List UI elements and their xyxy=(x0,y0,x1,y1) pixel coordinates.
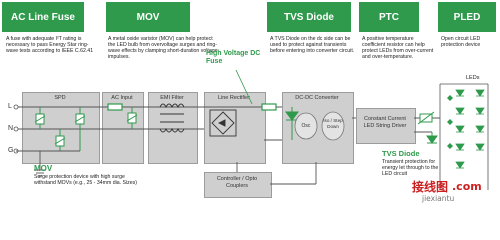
block-emi xyxy=(148,92,198,164)
block-ac-input-label: AC Input xyxy=(111,95,133,101)
mov-bottom-note: Surge protection device with high surge … xyxy=(34,174,137,186)
note-mov: A metal oxide varistor (MOV) can help pr… xyxy=(108,36,218,60)
output-tvs-diode xyxy=(426,132,438,144)
watermark-url: jiexiantu xyxy=(422,194,455,203)
block-controller-label: Controller / Opto Couplers xyxy=(216,176,258,189)
block-dcdc-label: DC-DC Converter xyxy=(295,95,339,101)
header-ac-line-fuse: AC Line Fuse xyxy=(2,2,84,32)
line-label-l: L xyxy=(8,103,12,110)
block-rectifier xyxy=(204,92,266,164)
watermark-cn: 接线图 xyxy=(412,180,449,194)
block-spd xyxy=(22,92,100,164)
diagram: AC Line Fuse MOV TVS Diode PTC PLED A fu… xyxy=(2,2,496,203)
note-fuse: A fuse with adequate I²T rating is neces… xyxy=(6,36,94,54)
note-hv-fuse: High Voltage DC Fuse xyxy=(206,50,261,65)
header-tvs-diode: TVS Diode xyxy=(267,2,351,32)
note-tvs: A TVS Diode on the dc side can be used t… xyxy=(270,36,355,54)
block-controller xyxy=(204,172,272,198)
tvs-bottom-note: Transient protection for energy let thro… xyxy=(382,159,439,177)
osc-label: Osc xyxy=(301,123,311,129)
header-mov: MOV xyxy=(106,2,190,32)
block-constant-current xyxy=(356,108,416,144)
terminal-n xyxy=(13,126,19,132)
line-label-n: N xyxy=(8,125,14,132)
iso-label: Iso / Step Down xyxy=(323,118,343,129)
line-label-g: G xyxy=(8,147,14,154)
header-ptc: PTC xyxy=(359,2,419,32)
led-icons xyxy=(455,89,485,169)
block-rectifier-label: Line Rectifier xyxy=(217,95,251,101)
terminal-l xyxy=(13,104,19,110)
block-dcdc xyxy=(282,92,354,164)
note-pled: Open circuit LED protection device xyxy=(441,36,481,48)
block-emi-label: EMI Filter xyxy=(160,95,184,101)
leds-label: LEDs xyxy=(466,75,480,81)
mov-bottom-title: MOV xyxy=(34,164,53,173)
block-spd-label: SPD xyxy=(54,95,66,101)
watermark-com: .com xyxy=(452,180,482,193)
block-constant-current-label: Constant Current LED String Driver xyxy=(363,116,407,129)
pled-devices xyxy=(447,95,453,149)
tvs-bottom-title: TVS Diode xyxy=(382,149,420,158)
ptc-resistor xyxy=(417,111,435,125)
block-ac-input xyxy=(102,92,144,164)
header-pled: PLED xyxy=(438,2,496,32)
terminal-g xyxy=(13,148,19,154)
note-ptc: A positive temperature coefficient resis… xyxy=(362,36,434,60)
